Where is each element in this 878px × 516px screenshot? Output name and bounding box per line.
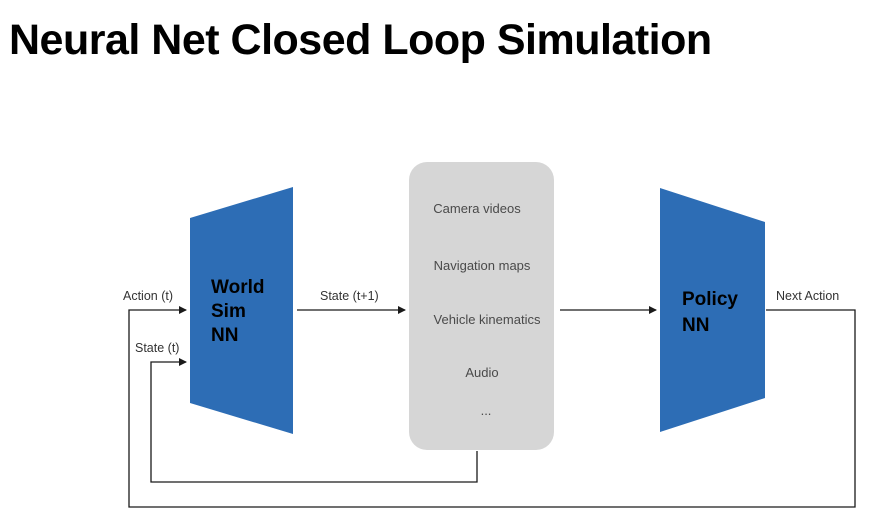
- state-feedback-arrow: [150, 358, 478, 483]
- page-title: Neural Net Closed Loop Simulation: [9, 16, 712, 64]
- state-item-audio: Audio: [465, 365, 498, 380]
- state-item-vehicle-kinematics: Vehicle kinematics: [434, 312, 541, 327]
- state-item-ellipsis: ...: [481, 403, 492, 418]
- policy-nn-block: Policy NN: [660, 188, 765, 432]
- world-sim-nn-label-line-1: World: [211, 277, 264, 298]
- state-item-camera-videos: Camera videos: [433, 201, 521, 216]
- policy-nn-label-line-2: NN: [682, 315, 709, 336]
- action-feedback-arrow: [128, 306, 856, 508]
- world-sim-nn-shape: [190, 187, 293, 434]
- world-sim-nn-block: World Sim NN: [190, 187, 293, 434]
- world-sim-nn-label-line-3: NN: [211, 325, 238, 346]
- policy-nn-label-line-1: Policy: [682, 289, 738, 310]
- world-sim-nn-label-line-2: Sim: [211, 301, 246, 322]
- next-action-label: Next Action: [776, 289, 839, 303]
- state-t-label: State (t): [135, 341, 179, 355]
- state-item-navigation-maps: Navigation maps: [434, 258, 531, 273]
- state-panel-box: [409, 162, 554, 450]
- action-t-label: Action (t): [123, 289, 173, 303]
- state-panel: Camera videos Navigation maps Vehicle ki…: [409, 162, 554, 450]
- policy-nn-shape: [660, 188, 765, 432]
- state-t1-label: State (t+1): [320, 289, 379, 303]
